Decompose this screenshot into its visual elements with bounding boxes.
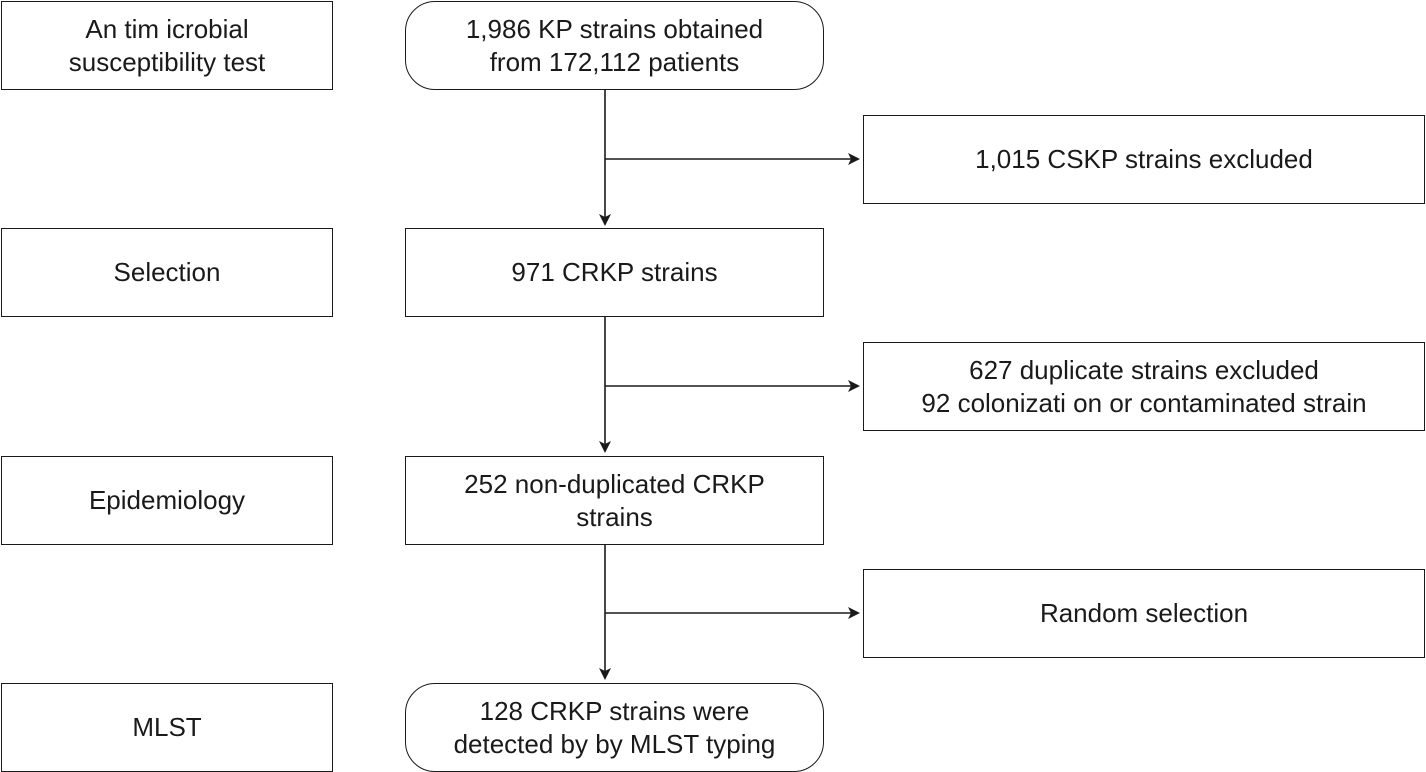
stage-box-epidemiology: Epidemiology — [1, 456, 333, 545]
main-box-text: 252 non-duplicated CRKP strains — [464, 468, 765, 532]
main-box-text: 1,986 KP strains obtained from 172,112 p… — [465, 13, 764, 77]
stage-label: An tim icrobial susceptibility test — [68, 13, 266, 77]
main-box-non-duplicated-crkp: 252 non-duplicated CRKP strains — [405, 456, 824, 545]
stage-label: Epidemiology — [88, 485, 246, 515]
main-box-crkp-strains: 971 CRKP strains — [405, 228, 824, 317]
side-box-text: Random selection — [1039, 598, 1249, 628]
main-box-kp-strains-obtained: 1,986 KP strains obtained from 172,112 p… — [405, 1, 824, 90]
stage-label: Selection — [113, 257, 221, 287]
side-box-random-selection: Random selection — [863, 569, 1425, 658]
stage-label: MLST — [132, 712, 202, 742]
side-box-text: 1,015 CSKP strains excluded — [975, 144, 1313, 174]
stage-box-susceptibility-test: An tim icrobial susceptibility test — [1, 1, 333, 90]
side-box-text: 627 duplicate strains excluded 92 coloni… — [921, 354, 1367, 418]
main-box-text: 971 CRKP strains — [511, 257, 718, 287]
stage-box-mlst: MLST — [1, 683, 333, 772]
main-box-mlst-typing: 128 CRKP strains were detected by by MLS… — [405, 683, 824, 772]
side-box-duplicates-excluded: 627 duplicate strains excluded 92 coloni… — [863, 342, 1425, 431]
side-box-cskp-excluded: 1,015 CSKP strains excluded — [863, 115, 1425, 204]
stage-box-selection: Selection — [1, 228, 333, 317]
main-box-text: 128 CRKP strains were detected by by MLS… — [453, 695, 776, 759]
